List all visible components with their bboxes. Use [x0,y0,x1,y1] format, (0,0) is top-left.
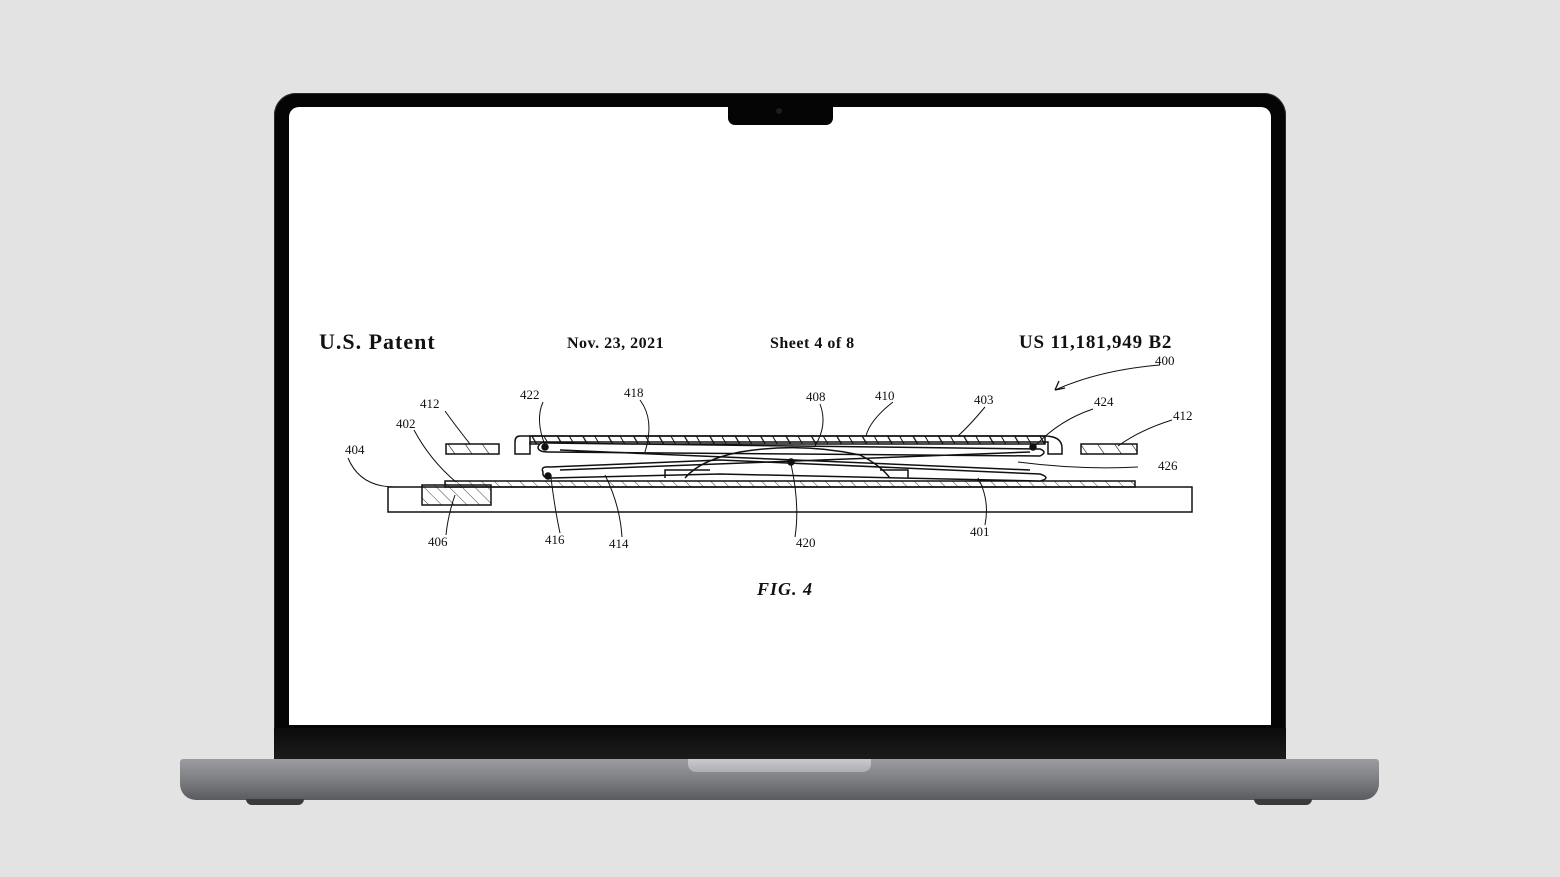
ref-420: 420 [796,535,816,550]
camera-notch [728,100,833,125]
laptop-foot-left [246,799,304,805]
lid-opening-notch [688,759,871,772]
ref-404: 404 [345,442,365,457]
sheet-number: Sheet 4 of 8 [770,335,855,352]
ref-406: 406 [428,534,448,549]
ref-412-left: 412 [420,396,440,411]
ref-426: 426 [1158,458,1178,473]
patent-title: U.S. Patent [319,329,436,354]
patent-date: Nov. 23, 2021 [567,335,665,352]
ref-408: 408 [806,389,826,404]
patent-figure-drawing: 400 412 402 404 422 418 408 410 403 424 … [345,353,1193,551]
patent-number: US 11,181,949 B2 [1019,332,1173,353]
ref-402: 402 [396,416,416,431]
screen-chin [274,728,1286,760]
ref-422: 422 [520,387,540,402]
ref-414: 414 [609,536,629,551]
screen: U.S. Patent Nov. 23, 2021 Sheet 4 of 8 U… [289,107,1271,725]
ref-403: 403 [974,392,994,407]
figure-caption: FIG. 4 [757,579,814,599]
ref-424: 424 [1094,394,1114,409]
laptop-foot-right [1254,799,1312,805]
ref-418: 418 [624,385,644,400]
ref-410: 410 [875,388,895,403]
ref-400: 400 [1155,353,1175,368]
camera-icon [776,108,782,114]
ref-412-right: 412 [1173,408,1193,423]
ref-416: 416 [545,532,565,547]
ref-401: 401 [970,524,990,539]
